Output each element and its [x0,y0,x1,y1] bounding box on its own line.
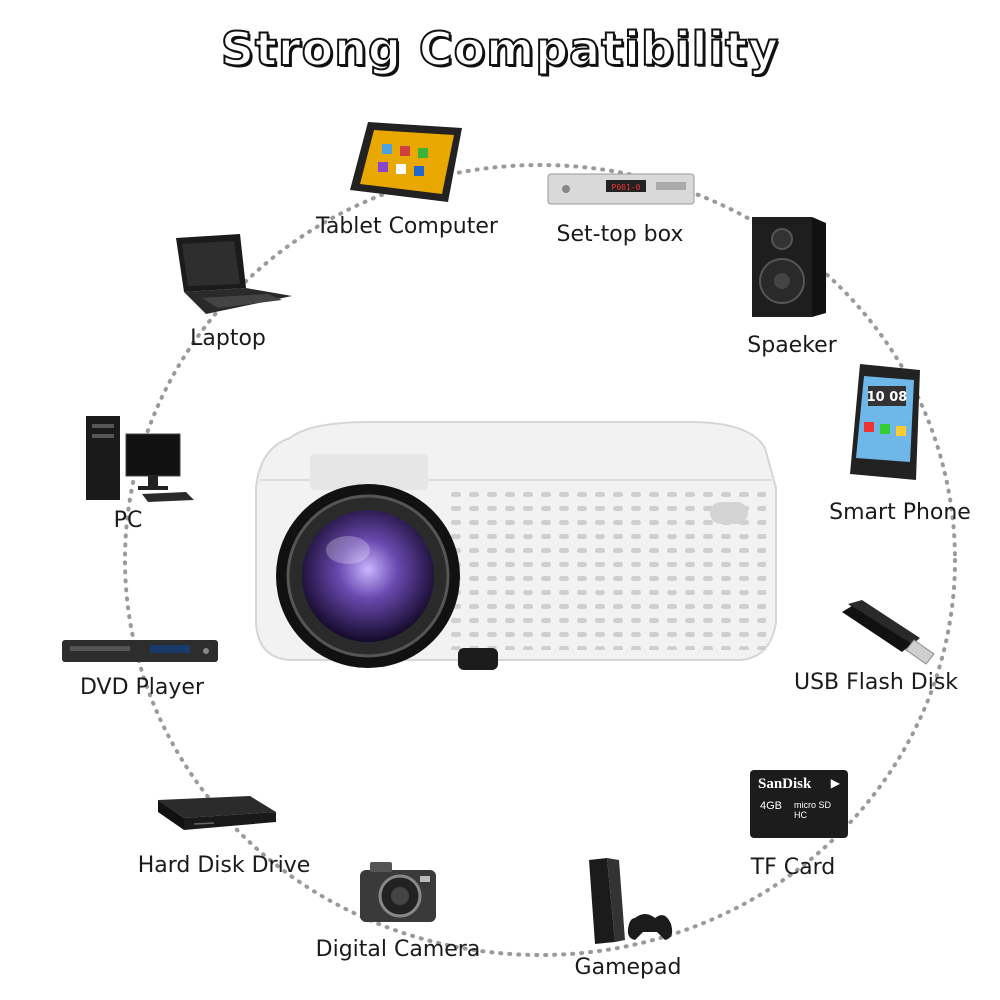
tablet-icon [350,122,462,202]
label-hard-disk-drive: Hard Disk Drive [137,853,311,878]
pc-icon [86,416,194,502]
play-triangle-icon: ▶ [830,776,840,790]
label-digital-camera: Digital Camera [315,937,481,962]
label-set-top-box: Set-top box [556,222,684,247]
page-title: Strong Compatibility [220,21,780,77]
set-top-box-icon: P001-0 [547,173,695,205]
speaker-icon [752,217,826,317]
laptop-icon [176,234,292,314]
phone-clock: 10 08 [867,390,908,405]
tf-card-icon: SanDisk ▶ 4GB micro SD HC [750,770,848,838]
label-tf-card: TF Card [750,855,836,880]
label-smart-phone: Smart Phone [829,500,971,525]
smartphone-icon: 10 08 [850,364,920,480]
tf-card-brand: SanDisk [758,776,812,792]
label-gamepad: Gamepad [574,955,682,980]
tf-card-capacity: 4GB [760,800,783,812]
hard-disk-drive-icon [158,796,276,830]
tf-card-mark: micro SD HC [794,800,832,820]
label-tablet: Tablet Computer [316,214,498,239]
label-dvd-player: DVD Player [80,675,204,700]
dvd-player-icon [62,640,218,662]
label-pc: PC [113,508,143,533]
projector-icon [255,421,777,670]
game-console-icon [589,858,673,944]
set-top-box-display: P001-0 [612,183,641,192]
label-usb-flash-disk: USB Flash Disk [793,670,959,695]
camera-icon [360,862,436,922]
usb-flash-disk-icon [842,600,935,665]
label-laptop: Laptop [190,326,266,351]
label-speaker: Spaeker [747,333,837,358]
